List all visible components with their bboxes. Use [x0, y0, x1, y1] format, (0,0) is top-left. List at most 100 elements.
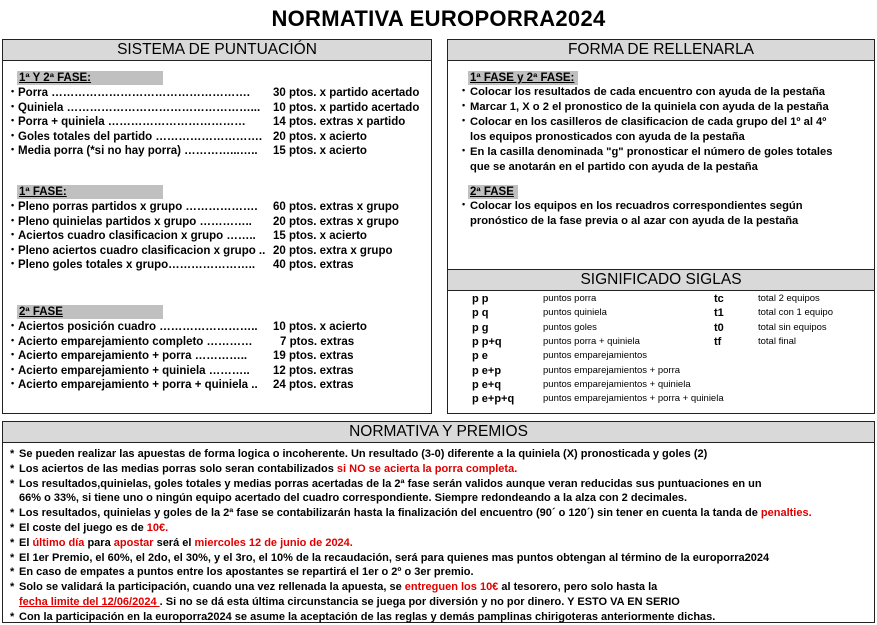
- bullet-icon: •: [462, 100, 466, 110]
- rules-line: Los resultados,quinielas, goles totales …: [19, 477, 762, 491]
- rules-text: penalties.: [760, 507, 812, 520]
- rules-text: apostar: [113, 536, 154, 549]
- rules-text: Los aciertos de las medias porras solo s…: [19, 462, 337, 475]
- sigla-code: p e+p: [472, 364, 502, 377]
- rules-line: fecha limite del 12/06/2024 . Si no se d…: [19, 595, 680, 609]
- fill-section-label: 1ª FASE y 2ª FASE:: [468, 71, 578, 85]
- rules-line: El último día para apostar será el mierc…: [19, 536, 353, 550]
- rules-line: 66% o 33%, si tiene uno o ningún equipo …: [19, 491, 687, 505]
- scoring-rule-name: Goles totales del partido ……………………….: [18, 130, 263, 143]
- siglas-divider: [448, 269, 874, 270]
- fill-instruction: pronóstico de la fase previa o al azar c…: [470, 215, 799, 227]
- bullet-icon: •: [462, 115, 466, 125]
- scoring-rule-points: 40 ptos. extras: [273, 259, 354, 271]
- rules-line: En caso de empates a puntos entre los ap…: [19, 565, 474, 579]
- bullet-icon: •: [11, 229, 15, 239]
- fill-section-label: 2ª FASE: [468, 185, 518, 199]
- scoring-rule-points: 7 ptos. extras: [280, 335, 355, 348]
- sigla-meaning: total sin equipos: [758, 321, 827, 333]
- sigla-meaning: total 2 equipos: [758, 293, 820, 304]
- sigla-code: p e: [472, 350, 488, 363]
- asterisk-icon: *: [10, 551, 15, 564]
- rules-line: El 1er Premio, el 60%, el 2do, el 30%, y…: [19, 551, 769, 565]
- asterisk-icon: *: [10, 536, 15, 549]
- rules-text: Los resultados, quinielas y goles de la …: [19, 507, 761, 520]
- scoring-rule-name: Aciertos cuadro clasificacion x grupo ………: [18, 230, 256, 242]
- sigla-meaning: puntos goles: [543, 321, 597, 333]
- scoring-rule-name: Aciertos posición cuadro ……………………..: [18, 321, 258, 333]
- scoring-rule-name: Acierto emparejamiento + porra + quiniel…: [18, 379, 258, 391]
- scoring-rule-name: Pleno goles totales x grupo…………………..: [18, 259, 256, 271]
- rules-text: si NO se acierta la porra completa.: [336, 462, 518, 475]
- bullet-icon: •: [11, 115, 15, 125]
- asterisk-icon: *: [10, 448, 15, 460]
- bullet-icon: •: [11, 320, 15, 330]
- rules-text: fecha limite del 12/06/2024: [19, 596, 160, 608]
- bullet-icon: •: [11, 200, 15, 210]
- sigla-meaning: puntos emparejamientos + porra: [543, 364, 681, 376]
- rules-text: entreguen los 10€: [404, 581, 499, 594]
- rules-text: al tesorero, pero solo hasta la: [498, 581, 658, 594]
- scoring-rule-points: 14 ptos. extras x partido: [273, 116, 406, 128]
- scoring-rule-points: 15 ptos. x acierto: [273, 230, 367, 242]
- scoring-rule-points: 12 ptos. extras: [273, 364, 354, 377]
- fill-instruction: Colocar en los casilleros de clasificaci…: [470, 116, 827, 128]
- asterisk-icon: *: [10, 610, 15, 623]
- rules-text: Se pueden realizar las apuestas de forma…: [19, 448, 708, 460]
- rules-text: 10€.: [146, 522, 169, 534]
- bullet-icon: •: [11, 349, 15, 359]
- scoring-rule-points: 15 ptos. x acierto: [273, 145, 367, 157]
- rules-text: Los resultados,quinielas, goles totales …: [19, 477, 762, 490]
- bullet-icon: •: [11, 129, 15, 140]
- scoring-rule-points: 30 ptos. x partido acertado: [273, 87, 420, 99]
- bullet-icon: •: [11, 86, 15, 96]
- sigla-code: p g: [472, 321, 489, 334]
- rules-line: Los resultados, quinielas y goles de la …: [19, 506, 812, 520]
- sigla-meaning: total con 1 equipo: [758, 307, 834, 319]
- fill-instruction: que se anotarán en el partido con ayuda …: [470, 161, 758, 173]
- scoring-rule-points: 10 ptos. x acierto: [273, 321, 367, 333]
- rules-text: miercoles 12 de junio de 2024.: [194, 536, 353, 549]
- bullet-icon: •: [11, 258, 15, 268]
- bullet-icon: •: [462, 199, 466, 209]
- bullet-icon: •: [11, 378, 15, 388]
- sigla-code: tc: [714, 293, 724, 305]
- asterisk-icon: *: [10, 477, 15, 490]
- rules-text: El: [19, 536, 33, 549]
- scoring-rule-name: Quiniela …………………………………………...: [18, 101, 261, 114]
- fill-instruction: los equipos pronosticados con ayuda de l…: [470, 131, 745, 143]
- sigla-meaning: total final: [758, 335, 797, 347]
- scoring-rule-name: Porra …………………………………………….: [18, 87, 250, 99]
- sigla-meaning: puntos emparejamientos + quiniela: [543, 378, 691, 390]
- rules-line: Solo se validará la participación, cuand…: [19, 580, 657, 594]
- sigla-meaning: puntos porra + quiniela: [543, 335, 640, 347]
- fill-instruction: Colocar los equipos en los recuadros cor…: [470, 200, 803, 212]
- rules-line: Se pueden realizar las apuestas de forma…: [19, 447, 707, 461]
- scoring-rule-name: Media porra (*si no hay porra) …………...….…: [18, 145, 258, 157]
- sigla-code: p e+q: [472, 378, 502, 391]
- sigla-code: p p+q: [472, 335, 502, 348]
- scoring-rule-points: 10 ptos. x partido acertado: [273, 101, 420, 114]
- scoring-rule-name: Pleno aciertos cuadro clasificacion x gr…: [18, 244, 266, 257]
- scoring-rule-points: 19 ptos. extras: [273, 350, 354, 362]
- bullet-icon: •: [11, 243, 15, 254]
- rules-line: El coste del juego es de 10€.: [19, 521, 168, 535]
- sigla-meaning: puntos porra: [543, 293, 597, 304]
- rules-text: último día: [32, 536, 85, 549]
- bullet-icon: •: [462, 145, 466, 155]
- scoring-rule-points: 20 ptos. extra x grupo: [273, 244, 393, 257]
- sigla-meaning: puntos quiniela: [543, 307, 607, 319]
- rules-panel: NORMATIVA Y PREMIOS * Se pueden realizar …: [2, 421, 875, 623]
- rules-line: Con la participación en la europorra2024…: [19, 610, 715, 624]
- scoring-rule-name: Porra + quiniela ………………………………: [18, 116, 246, 128]
- asterisk-icon: *: [10, 462, 15, 475]
- scoring-panel: SISTEMA DE PUNTUACIÓN 1ª Y 2ª FASE:•Porr…: [2, 39, 432, 414]
- rules-heading: NORMATIVA Y PREMIOS: [3, 422, 874, 443]
- sigla-code: p e+p+q: [472, 393, 515, 406]
- fill-instruction: Marcar 1, X o 2 el pronostico de la quin…: [470, 101, 829, 113]
- asterisk-icon: *: [10, 566, 15, 579]
- bullet-icon: •: [462, 85, 466, 95]
- scoring-heading: SISTEMA DE PUNTUACIÓN: [3, 40, 431, 61]
- page-title: NORMATIVA EUROPORRA2024: [271, 6, 606, 31]
- scoring-rule-name: Acierto emparejamiento + quiniela ………..: [18, 364, 250, 377]
